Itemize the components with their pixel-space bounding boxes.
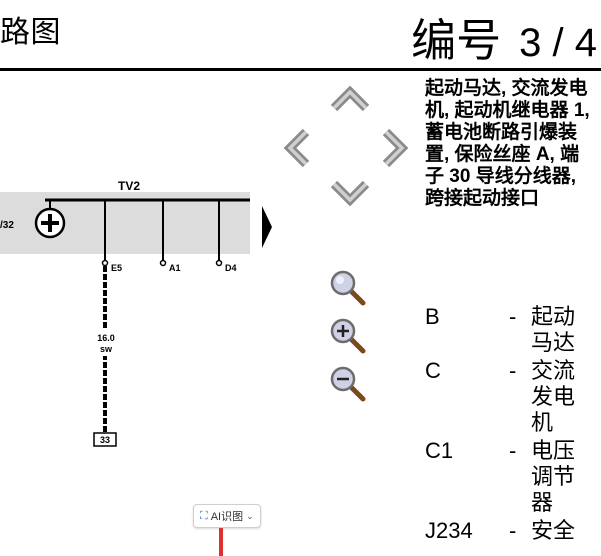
header-divider xyxy=(0,68,601,71)
wire-color: sw xyxy=(100,344,113,354)
terminal-label: 33 xyxy=(100,435,110,445)
chevron-right-icon[interactable] xyxy=(380,126,410,170)
legend-row: C1 - 电压调节器 xyxy=(425,438,595,516)
wire-size: 16.0 xyxy=(97,333,115,343)
red-marker-line xyxy=(219,528,223,556)
page-number-label: 编号 xyxy=(411,15,502,66)
legend-row: C - 交流发电机 xyxy=(425,358,595,436)
zoom-out-icon[interactable] xyxy=(328,364,368,404)
legend-code: J234 xyxy=(425,518,473,543)
legend-text: 起动马达 xyxy=(531,304,576,355)
continuation-arrow xyxy=(262,206,272,248)
terminal-box xyxy=(93,432,117,447)
chevron-up-icon[interactable] xyxy=(328,84,372,114)
wiring-diagram[interactable]: TV2 /32 E5 A1 D4 16.0 sw 33 xyxy=(0,170,280,460)
legend-row: B - 起动马达 xyxy=(425,304,595,356)
legend-text: 安全 xyxy=(531,518,576,543)
legend-dash: - xyxy=(509,304,517,329)
legend-code: B xyxy=(425,304,440,329)
pin-d4 xyxy=(215,259,223,267)
legend-text: 电压调节器 xyxy=(531,438,576,515)
pin-a1 xyxy=(159,259,167,267)
legend-dash: - xyxy=(509,438,517,463)
bus-label: TV2 xyxy=(118,179,140,193)
pin-e5 xyxy=(101,259,109,267)
page-number-header: 编号 3 / 4 xyxy=(411,18,597,63)
legend-code: C xyxy=(425,358,441,383)
wire-label-bg xyxy=(91,330,121,356)
ai-recognize-button[interactable]: ⛶ AI识图 ⌄ xyxy=(193,504,261,528)
pin-label-e5: E5 xyxy=(111,263,122,273)
chevron-down-icon: ⌄ xyxy=(246,510,254,521)
ai-recognize-label: AI识图 xyxy=(210,511,244,523)
ai-scan-icon: ⛶ xyxy=(200,509,208,522)
legend-text: 交流发电机 xyxy=(531,358,576,435)
legend-dash: - xyxy=(509,358,517,383)
left-reference: /32 xyxy=(0,220,14,231)
pin-label-a1: A1 xyxy=(169,263,181,273)
magnifier-icon[interactable] xyxy=(328,268,368,308)
legend-dash: - xyxy=(509,518,517,543)
chevron-down-icon[interactable] xyxy=(328,178,372,208)
component-legend: B - 起动马达 C - 交流发电机 C1 - 电压调节器 J234 - 安全 xyxy=(425,304,595,546)
pin-label-d4: D4 xyxy=(225,263,237,273)
diagram-description: 起动马达, 交流发电机, 起动机继电器 1, 蓄电池断路引爆装置, 保险丝座 A… xyxy=(425,78,590,209)
legend-row: J234 - 安全 xyxy=(425,518,595,544)
chevron-left-icon[interactable] xyxy=(282,126,312,170)
legend-code: C1 xyxy=(425,438,454,463)
page-number-indicator: 3 / 4 xyxy=(519,21,597,65)
zoom-in-icon[interactable] xyxy=(328,316,368,356)
page-title: 路图 xyxy=(0,16,61,49)
